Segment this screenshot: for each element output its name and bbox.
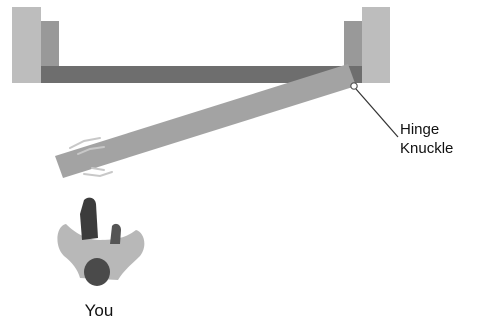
left-wall-block [12,7,41,83]
person-body [57,224,145,280]
person-raised-arm [80,197,98,240]
person-label: You [85,301,114,320]
swing-motion-lines [69,137,113,178]
hinge-leader-line [355,88,399,138]
right-jamb [344,21,362,66]
hinge-label-line1: Hinge [400,121,439,138]
right-wall [344,7,390,83]
person-right-hand [110,223,121,244]
person-head [84,258,110,286]
right-wall-block [362,7,390,83]
door-frame-bar [41,66,362,83]
hinge-knuckle-marker [350,82,358,90]
left-wall [12,7,59,83]
door-panel [55,64,356,178]
hinge-label-line2: Knuckle [400,140,453,157]
left-jamb [41,21,59,66]
person-top-view-icon [57,197,145,286]
